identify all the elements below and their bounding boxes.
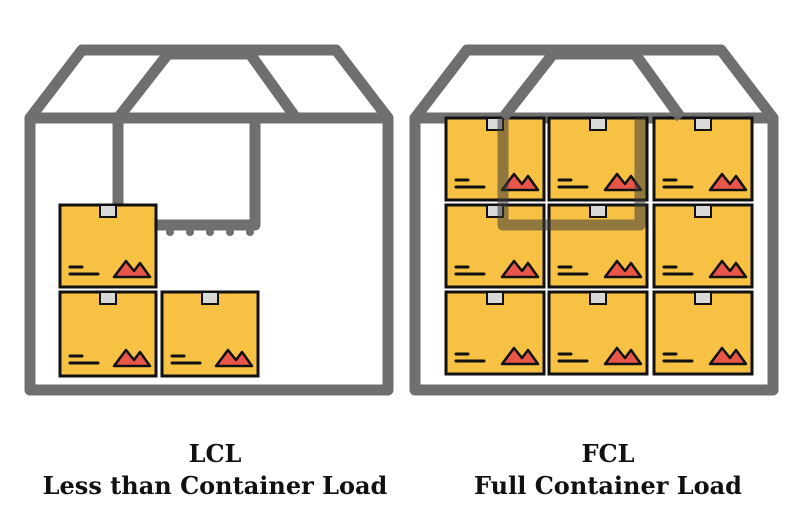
fcl-abbreviation: FCL	[581, 439, 635, 468]
box-tape	[99, 204, 117, 218]
fragile-mark-icon	[500, 259, 540, 279]
flap-scallop	[206, 228, 214, 236]
container-roof	[409, 44, 779, 124]
fragile-mark-icon	[112, 348, 152, 368]
cardboard-box	[547, 203, 649, 289]
fragile-mark-icon	[500, 172, 540, 192]
cardboard-box	[652, 203, 754, 289]
fragile-mark-icon	[708, 172, 748, 192]
cardboard-box	[58, 203, 158, 289]
fragile-mark-icon	[214, 348, 254, 368]
container-inner-flap	[112, 118, 261, 231]
box-tape	[99, 291, 117, 305]
flap-scallop	[186, 228, 194, 236]
flap-scallop	[166, 228, 174, 236]
cardboard-box	[652, 116, 754, 202]
lcl-abbreviation: LCL	[188, 439, 242, 468]
lcl-container-illustration	[24, 44, 394, 396]
fragile-mark-icon	[708, 346, 748, 366]
flap-scallop	[246, 228, 254, 236]
cardboard-box	[444, 290, 546, 376]
box-tape	[589, 117, 607, 131]
container-roof-divider	[498, 48, 686, 122]
box-tape	[694, 204, 712, 218]
fcl-full-name: Full Container Load	[474, 471, 742, 500]
container-body	[24, 112, 394, 396]
lcl-full-name: Less than Container Load	[42, 471, 388, 500]
container-inner-flap	[497, 118, 646, 231]
fcl-container-illustration	[409, 44, 779, 396]
fragile-mark-icon	[603, 346, 643, 366]
box-tape	[694, 117, 712, 131]
container-roof-divider	[112, 48, 302, 124]
lcl-caption: LCL Less than Container Load	[15, 438, 415, 502]
fcl-caption: FCL Full Container Load	[408, 438, 800, 502]
box-tape	[589, 291, 607, 305]
cardboard-box	[160, 290, 260, 378]
cardboard-box	[547, 290, 649, 376]
cardboard-box	[444, 116, 546, 202]
cardboard-box	[547, 116, 649, 202]
fragile-mark-icon	[603, 259, 643, 279]
cardboard-box	[58, 290, 158, 378]
box-tape	[486, 291, 504, 305]
box-tape	[589, 204, 607, 218]
box-tape	[201, 291, 219, 305]
fragile-mark-icon	[112, 259, 152, 279]
flap-scallop	[226, 228, 234, 236]
cardboard-box	[444, 203, 546, 289]
container-roof	[24, 44, 394, 124]
cardboard-box	[652, 290, 754, 376]
fragile-mark-icon	[708, 259, 748, 279]
box-tape	[694, 291, 712, 305]
fragile-mark-icon	[500, 346, 540, 366]
